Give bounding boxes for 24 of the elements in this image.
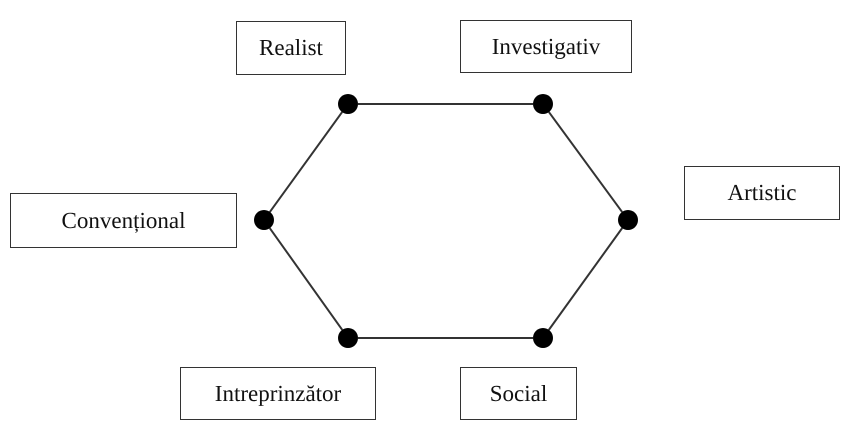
connector-line xyxy=(548,228,623,330)
vertex-dot xyxy=(533,94,553,114)
type-label: Social xyxy=(490,380,548,406)
type-label: Intreprinzător xyxy=(214,380,342,406)
vertex-dot xyxy=(533,328,553,348)
vertex-dot xyxy=(338,94,358,114)
type-box xyxy=(10,193,237,248)
type-box xyxy=(236,21,346,75)
vertex-dot xyxy=(618,210,638,230)
type-label: Artistic xyxy=(728,180,796,206)
connector-line xyxy=(548,111,623,213)
type-label: Convențional xyxy=(62,208,186,234)
connector-line xyxy=(269,112,343,212)
type-box xyxy=(460,367,577,420)
type-label: Realist xyxy=(259,35,323,61)
vertex-dot xyxy=(338,328,358,348)
type-box xyxy=(180,367,376,420)
vertex-dot xyxy=(254,210,274,230)
type-box xyxy=(460,20,632,73)
connector-line xyxy=(358,103,533,105)
connector-line xyxy=(268,228,344,330)
type-box xyxy=(684,166,840,220)
type-label: Investigativ xyxy=(492,34,600,60)
connector-line xyxy=(358,337,533,339)
